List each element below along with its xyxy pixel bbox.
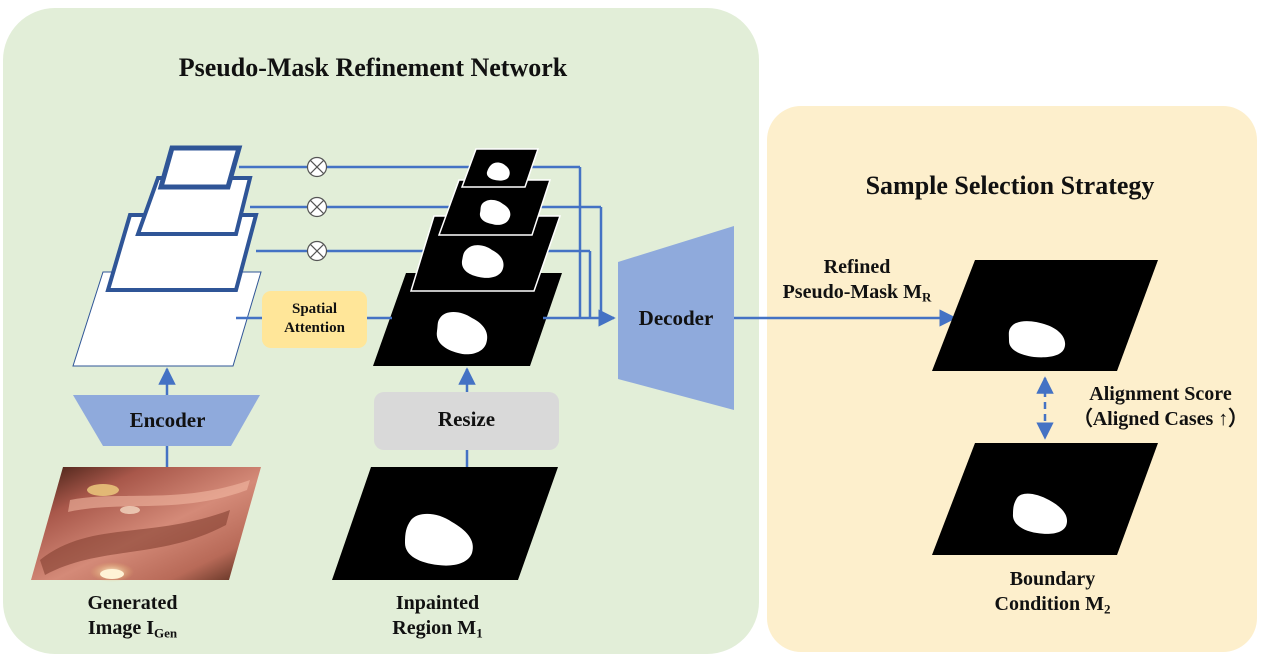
boundary-condition-caption: Boundary Condition M2 bbox=[950, 567, 1155, 618]
encoder-label: Encoder bbox=[129, 408, 206, 432]
right-panel bbox=[767, 106, 1257, 652]
right-panel-title: Sample Selection Strategy bbox=[865, 171, 1155, 200]
boundary-condition-caption-line1: Boundary bbox=[1009, 568, 1096, 590]
alignment-score-line2: （Aligned Cases ↑） bbox=[1072, 408, 1249, 430]
inpainted-region-caption: Inpainted Region M1 bbox=[345, 591, 530, 642]
multiply-ops bbox=[306, 156, 328, 262]
left-panel-title: Pseudo-Mask Refinement Network bbox=[178, 53, 568, 82]
spatial-attention-line1: Spatial bbox=[291, 301, 337, 317]
multiply-icon bbox=[306, 196, 328, 218]
boundary-condition-caption-line2: Condition M2 bbox=[994, 593, 1111, 617]
decoder-label: Decoder bbox=[638, 306, 714, 330]
resize-label: Resize bbox=[437, 407, 496, 431]
generated-image-caption-line2: Image IGen bbox=[87, 617, 178, 641]
generated-image bbox=[31, 467, 261, 582]
alignment-score-line1: Alignment Score bbox=[1089, 383, 1232, 405]
multiply-icon bbox=[306, 156, 328, 178]
inpainted-region-mask bbox=[332, 467, 558, 580]
refined-mask-caption: Refined Pseudo-Mask MR bbox=[752, 255, 962, 306]
resize-block bbox=[374, 392, 559, 450]
generated-image-caption-line1: Generated bbox=[87, 592, 178, 614]
spatial-attention-label: Spatial Attention bbox=[262, 300, 367, 338]
feature-map-level4 bbox=[157, 145, 243, 190]
decoder-block bbox=[618, 226, 734, 410]
refined-mask-caption-line1: Refined bbox=[823, 256, 891, 278]
refined-mask-caption-line2: Pseudo-Mask MR bbox=[782, 281, 932, 305]
multiply-icon bbox=[306, 240, 328, 262]
mask-pyramid bbox=[373, 148, 562, 366]
alignment-score-label: Alignment Score （Aligned Cases ↑） bbox=[1058, 382, 1263, 432]
encoder-block bbox=[73, 395, 260, 446]
inpainted-region-caption-line2: Region M1 bbox=[392, 617, 483, 641]
feature-pyramid bbox=[72, 145, 262, 367]
generated-image-caption: Generated Image IGen bbox=[40, 591, 225, 642]
spatial-attention-line2: Attention bbox=[284, 319, 345, 336]
spatial-attention-box bbox=[262, 291, 367, 348]
refined-mask bbox=[932, 260, 1158, 371]
inpainted-region-caption-line1: Inpainted bbox=[395, 592, 480, 614]
boundary-mask bbox=[932, 443, 1158, 555]
